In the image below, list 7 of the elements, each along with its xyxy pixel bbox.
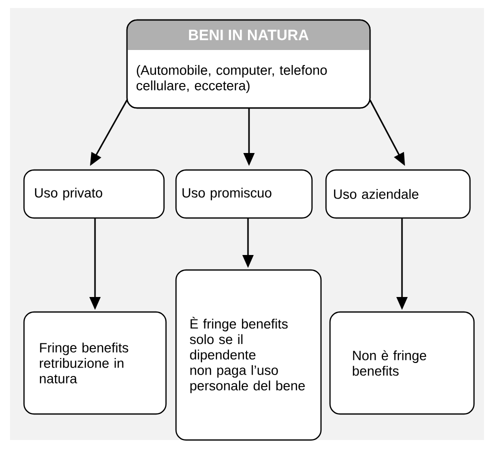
process-box: Fringe benefits retribuzione in natura [23, 311, 167, 415]
process-box: Uso aziendale [325, 169, 471, 219]
process-box: È fringe benefits solo se il dipendente non paga l’uso personale del bene [175, 269, 322, 441]
process-box: Uso privato [23, 169, 165, 219]
heading-box: BENI IN NATURA (Automobile, computer, telefono cellulare, eccetera) [126, 19, 371, 109]
process-box: Uso promiscuo [175, 169, 313, 219]
process-box: Non è fringe benefits [329, 311, 475, 415]
